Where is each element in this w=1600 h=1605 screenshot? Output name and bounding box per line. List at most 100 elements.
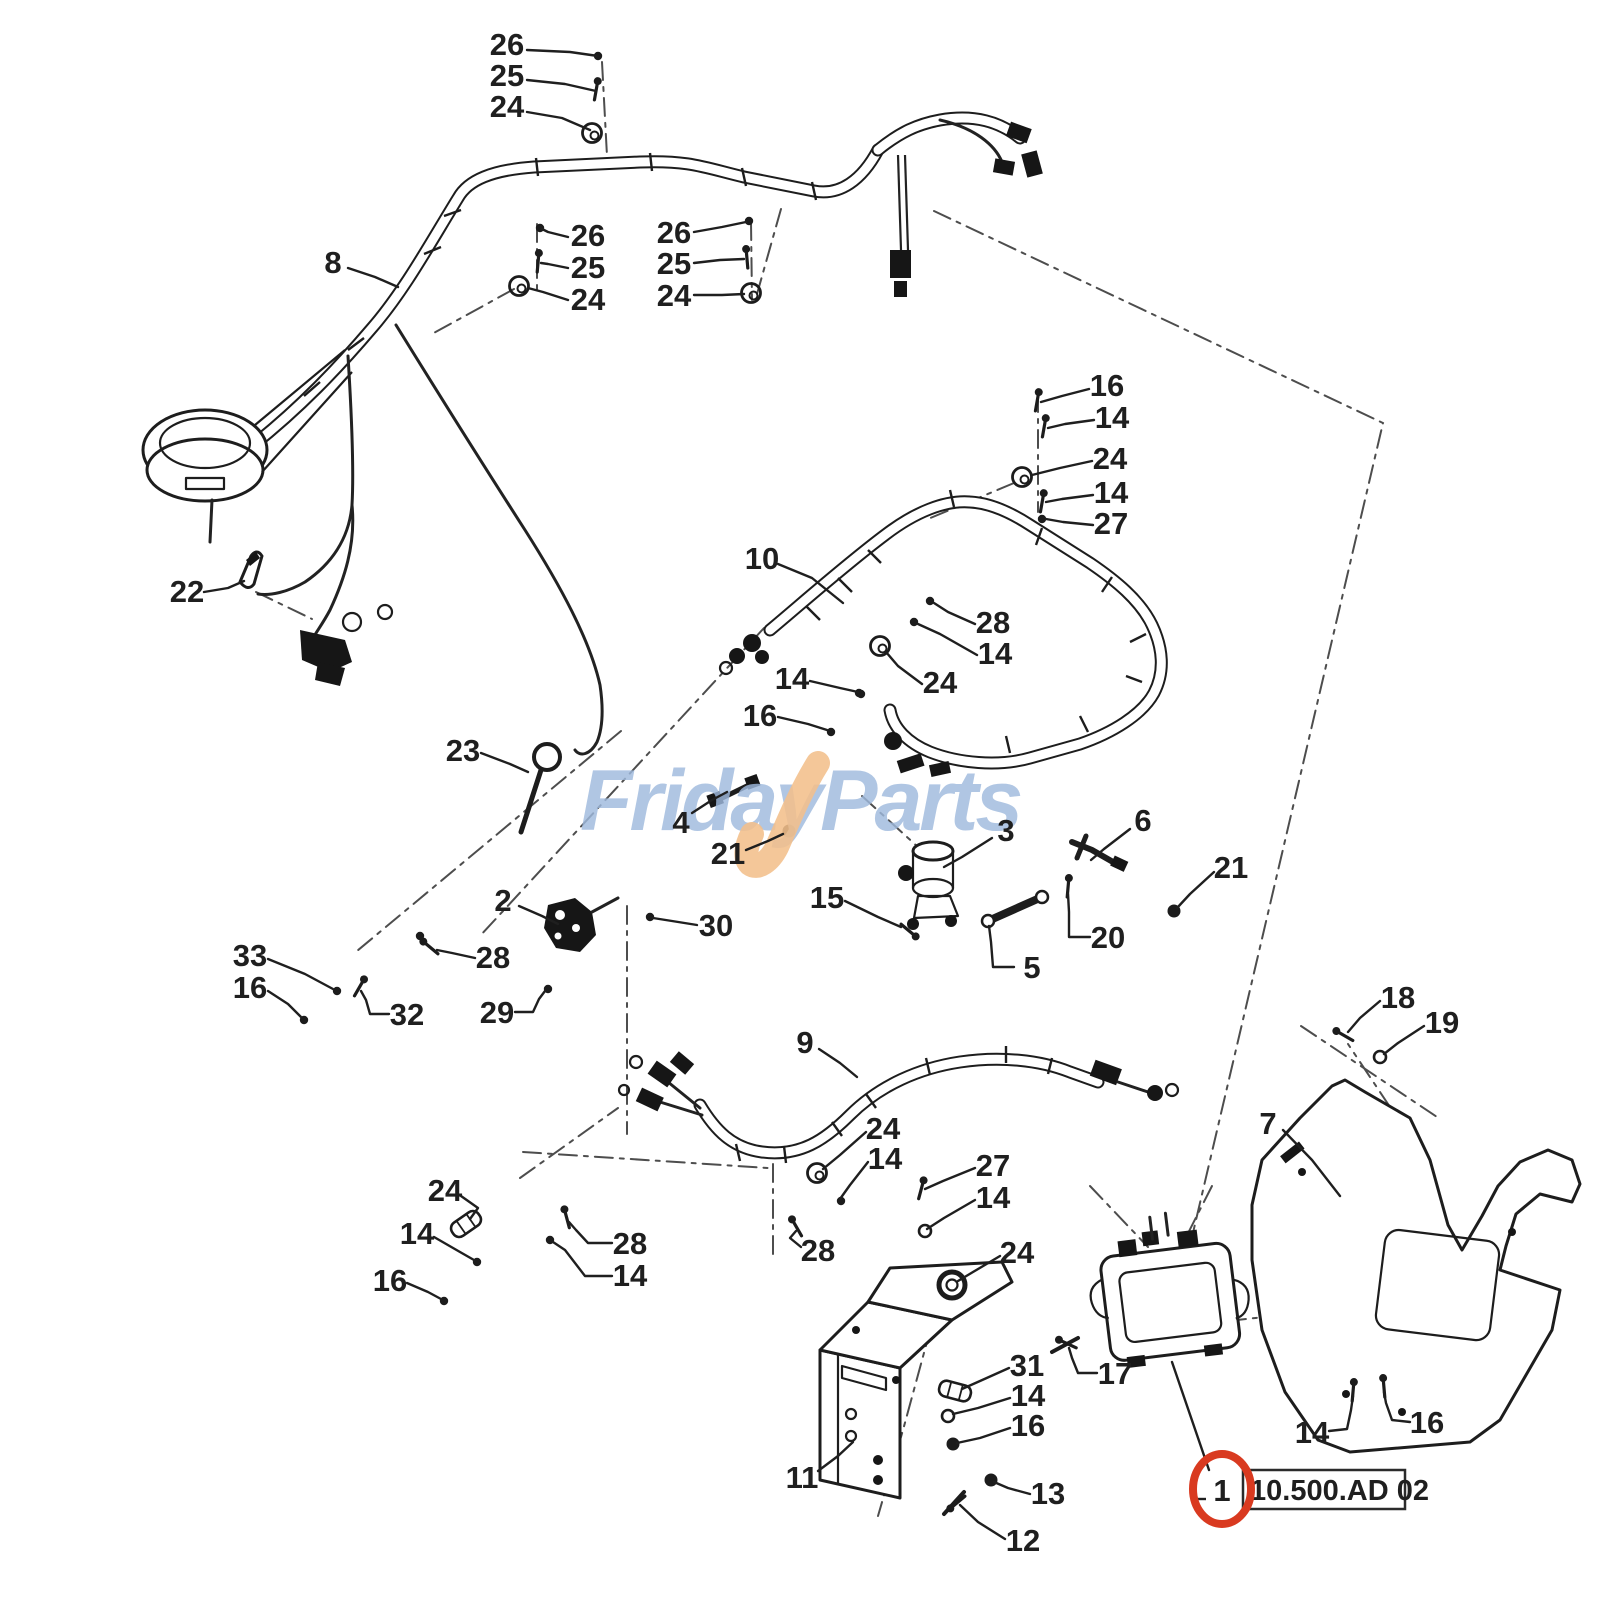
- callout-number: 31: [1010, 1348, 1044, 1383]
- bolt-fastener: [917, 1176, 928, 1201]
- callout-number: 9: [796, 1025, 813, 1060]
- callout-number: 16: [743, 698, 777, 733]
- watermark-check-icon: [734, 751, 830, 878]
- callout-number: 27: [976, 1148, 1010, 1183]
- callout-28: 28: [788, 1229, 835, 1268]
- callout-25: 25: [657, 246, 746, 281]
- callout-number: 24: [571, 282, 606, 317]
- leader-line: [1039, 387, 1091, 404]
- harness-10-connectors: [718, 634, 952, 777]
- callout-5: 5: [987, 924, 1041, 985]
- dot-fastener: [299, 1015, 309, 1025]
- callout-number: 14: [400, 1216, 435, 1251]
- leader-line: [1046, 418, 1096, 430]
- nut-fastener: [984, 1473, 998, 1487]
- callout-number: 14: [1295, 1415, 1330, 1450]
- leader-line: [435, 948, 477, 960]
- leader-line: [788, 1229, 803, 1249]
- harness-8: [141, 111, 1043, 756]
- fasteners: [299, 51, 1388, 1513]
- reference-box: [1241, 1468, 1407, 1511]
- callout-number: 26: [490, 27, 524, 62]
- callout-number: 1: [1213, 1473, 1230, 1508]
- leader-line: [692, 292, 746, 297]
- leader-line: [359, 989, 391, 1016]
- callout-number: 3: [997, 813, 1014, 848]
- callout-number: 23: [446, 733, 480, 768]
- leader-line: [517, 904, 560, 926]
- leader-line: [744, 832, 785, 852]
- nut-fastener: [946, 1437, 960, 1451]
- callout-14: 14: [925, 1180, 1011, 1231]
- callout-24: 24: [526, 282, 606, 317]
- bolt-fastener: [534, 249, 543, 274]
- ring-fastener: [1011, 466, 1033, 488]
- leader-line: [1044, 517, 1095, 527]
- callout-number: 19: [1425, 1005, 1459, 1040]
- callout-14: 14: [838, 1141, 903, 1201]
- callout-15: 15: [810, 880, 903, 929]
- dot-fastener: [909, 617, 919, 627]
- callout-number: 25: [571, 250, 605, 285]
- callout-number: 2: [494, 883, 511, 918]
- leader-line: [405, 1281, 443, 1301]
- callout-24: 24: [490, 89, 592, 132]
- reference-code: 10.500.AD 02: [1250, 1475, 1429, 1507]
- callout-26: 26: [490, 27, 600, 62]
- bolt-fastener: [560, 1205, 571, 1230]
- leader-line: [692, 257, 746, 265]
- callout-number: 16: [1090, 368, 1124, 403]
- dot-fastener: [535, 223, 545, 233]
- callout-number: 14: [1011, 1378, 1046, 1413]
- leader-line: [266, 957, 335, 991]
- bolt-fastener: [592, 77, 602, 102]
- bolt-fastener: [352, 975, 368, 998]
- callout-number: 26: [657, 215, 691, 250]
- callout-number: 14: [613, 1258, 648, 1293]
- callout-number: 24: [866, 1111, 901, 1146]
- callout-16: 16: [1039, 368, 1124, 404]
- harness-10: [718, 489, 1168, 777]
- leader-line: [776, 715, 829, 732]
- leader-line: [1066, 892, 1092, 939]
- callout-number: 14: [1094, 475, 1129, 510]
- callout-17: 17: [1067, 1346, 1132, 1391]
- reference-group: 10.500.AD 02: [1189, 1450, 1429, 1528]
- callout-14: 14: [916, 622, 1013, 671]
- callout-number: 33: [233, 938, 267, 973]
- leader-line: [960, 1366, 1011, 1391]
- leader-line: [266, 989, 303, 1019]
- callout-number: 16: [373, 1263, 407, 1298]
- callout-26: 26: [540, 218, 605, 253]
- ring-fastener: [869, 635, 891, 657]
- dot-fastener: [744, 216, 754, 226]
- harness-8-branches: [871, 111, 1043, 297]
- callout-1: 1: [1170, 1360, 1231, 1508]
- callout-number: 11: [786, 1460, 819, 1495]
- harness-8-connector: [300, 603, 394, 686]
- leader-line: [202, 579, 246, 594]
- callout-26: 26: [657, 215, 748, 250]
- callout-11: 11: [786, 1440, 855, 1495]
- callout-16: 16: [233, 970, 303, 1019]
- leader-line: [1067, 1346, 1099, 1375]
- callout-14: 14: [400, 1216, 476, 1262]
- link-5: [980, 889, 1050, 929]
- leader-line: [539, 261, 570, 270]
- callout-6: 6: [1089, 803, 1152, 862]
- callout-23: 23: [446, 733, 530, 774]
- leader-line: [1175, 870, 1216, 910]
- bolt-fastener: [1038, 489, 1048, 514]
- callout-14: 14: [1046, 400, 1130, 435]
- leader-line: [346, 266, 400, 289]
- ring-fastener: [508, 275, 530, 297]
- callout-number: 28: [801, 1233, 835, 1268]
- callout-24: 24: [956, 1235, 1035, 1283]
- callout-number: 14: [775, 661, 810, 696]
- callout-number: 5: [1023, 950, 1040, 985]
- leader-line: [1170, 1360, 1211, 1472]
- leader-line: [776, 562, 845, 605]
- callout-7: 7: [1259, 1106, 1342, 1198]
- leader-line: [951, 1396, 1012, 1416]
